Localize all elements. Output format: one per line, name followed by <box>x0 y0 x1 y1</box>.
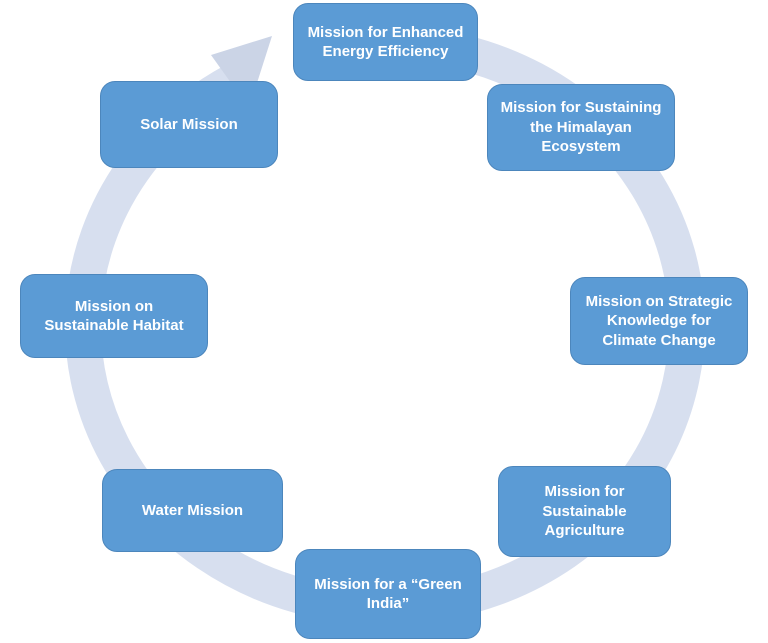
node-himalayan-ecosystem: Mission for Sustaining the Himalayan Eco… <box>487 84 675 171</box>
node-label: Mission on Strategic Knowledge for Clima… <box>585 292 733 349</box>
node-sustainable-agriculture: Mission for Sustainable Agriculture <box>498 466 671 557</box>
node-sustainable-habitat: Mission on Sustainable Habitat <box>20 274 208 358</box>
node-strategic-knowledge: Mission on Strategic Knowledge for Clima… <box>570 277 748 365</box>
node-label: Mission for Enhanced Energy Efficiency <box>307 23 464 61</box>
clockwise-arrowhead-icon <box>211 36 272 108</box>
node-label: Solar Mission <box>140 115 238 133</box>
node-solar: Solar Mission <box>100 81 278 168</box>
node-label: Mission for a “Green India” <box>314 575 462 613</box>
node-label: Water Mission <box>141 501 244 519</box>
node-enhanced-energy-efficiency: Mission for Enhanced Energy Efficiency <box>293 3 478 81</box>
node-water: Water Mission <box>102 469 283 552</box>
node-label: Mission on Sustainable Habitat <box>44 297 184 335</box>
node-green-india: Mission for a “Green India” <box>295 549 481 639</box>
node-label: Mission for Sustainable Agriculture <box>542 483 627 540</box>
node-label: Mission for Sustaining the Himalayan Eco… <box>500 99 662 156</box>
